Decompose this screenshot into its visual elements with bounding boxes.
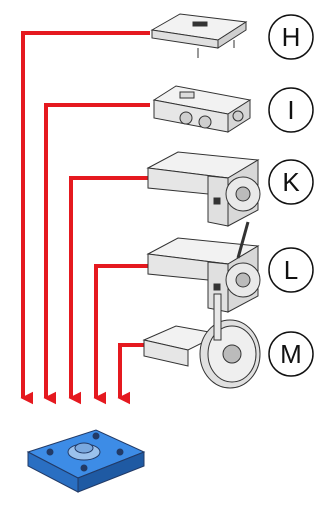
fixture-m-chuck [142, 293, 261, 389]
callout-k: K [268, 159, 314, 205]
callout-i-label: I [287, 95, 294, 125]
callout-h: H [268, 14, 314, 60]
fixture-k-chuck [146, 151, 261, 227]
fixture-h-plate [150, 13, 248, 58]
blue-base-plate [26, 429, 146, 493]
callout-l-label: L [284, 255, 298, 285]
callout-l: L [268, 247, 314, 293]
callout-h-label: H [282, 22, 301, 52]
fixture-l-chuck [146, 221, 261, 313]
callout-k-label: K [282, 167, 300, 197]
callout-m: M [268, 331, 314, 377]
callout-m-label: M [280, 339, 302, 369]
arrow-l [93, 264, 150, 405]
connector-arrows [20, 31, 150, 405]
arrow-k [68, 176, 150, 405]
arrow-i [43, 103, 150, 405]
arrow-m [117, 343, 150, 405]
callout-i: I [268, 87, 314, 133]
fixture-i-clamp [152, 85, 252, 133]
arrow-h [20, 31, 150, 405]
